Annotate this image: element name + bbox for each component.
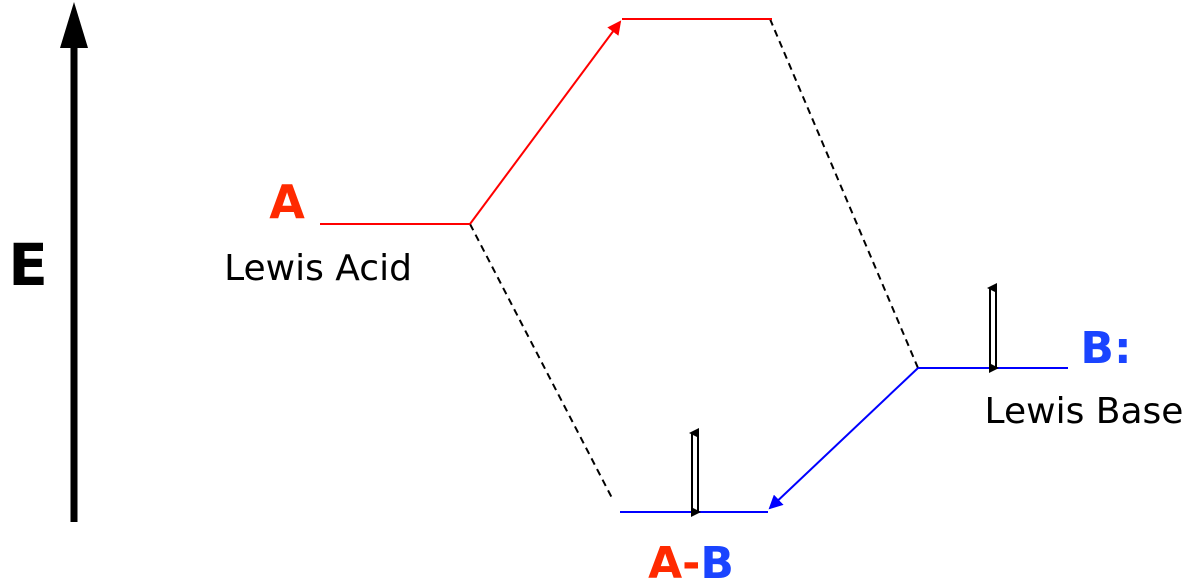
base-orbital-group: B: Lewis Base [620,323,1184,513]
acid-name: Lewis Acid [224,248,412,289]
connector-acid-to-adduct [469,223,613,499]
electron-pair-up-down-icon [689,428,701,517]
base-to-adduct-arrow [768,367,919,510]
connector-antibonding-to-base [769,18,919,369]
adduct-separator: - [682,538,700,583]
orbital-connectors [469,18,919,499]
acid-to-antibonding-arrow [469,20,622,225]
energy-axis: E [8,2,88,522]
energy-axis-arrowhead-icon [60,2,88,48]
acid-orbital-group: A Lewis Acid [224,18,772,289]
base-name: Lewis Base [985,391,1184,432]
adduct-part-b: B [700,538,734,583]
electron-pair-up-down-icon [987,283,999,373]
adduct-label: A-B [648,538,734,583]
base-symbol: B: [1080,323,1131,374]
acid-symbol: A [269,175,305,229]
energy-axis-label: E [8,231,48,299]
adduct-part-a: A [648,538,682,583]
